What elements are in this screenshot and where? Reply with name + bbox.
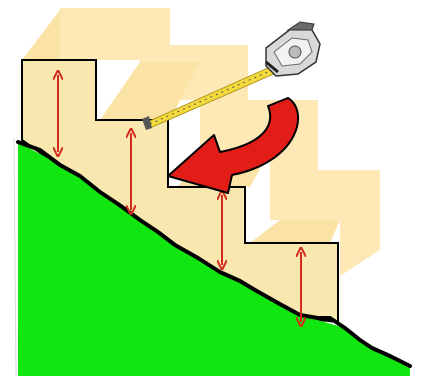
tape-measure-icon (266, 22, 320, 76)
ground-left-edge (14, 138, 16, 376)
